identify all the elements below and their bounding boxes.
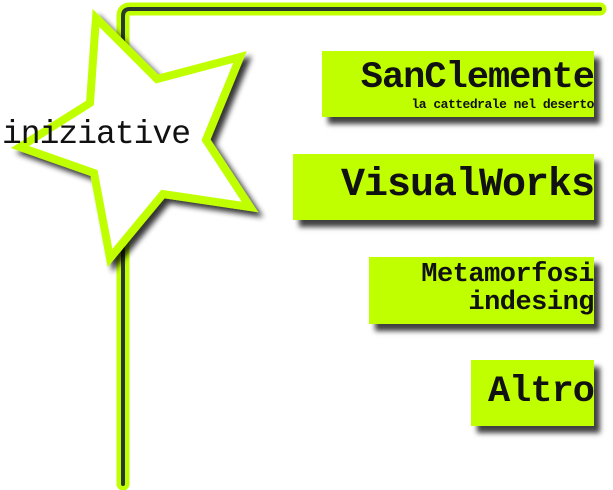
- menu-item-metamorfosi[interactable]: Metamorfosi indesing: [369, 257, 594, 324]
- menu-item-label: VisualWorks: [340, 163, 594, 208]
- frame-line: [116, 2, 607, 490]
- menu-item-label: SanClemente: [360, 57, 594, 99]
- menu-item-label: Metamorfosi: [421, 260, 594, 290]
- menu-item-subtitle: la cattedrale nel deserto: [411, 97, 594, 112]
- star-shape: [10, 8, 259, 268]
- menu-item-label: Altro: [487, 371, 594, 413]
- menu-item-label-line2: indesing: [468, 288, 594, 318]
- page-title: iniziative: [2, 116, 191, 153]
- menu-item-altro[interactable]: Altro: [471, 360, 594, 426]
- menu-item-sanclemente[interactable]: SanClemente la cattedrale nel deserto: [322, 51, 594, 117]
- menu-item-visualworks[interactable]: VisualWorks: [293, 154, 594, 220]
